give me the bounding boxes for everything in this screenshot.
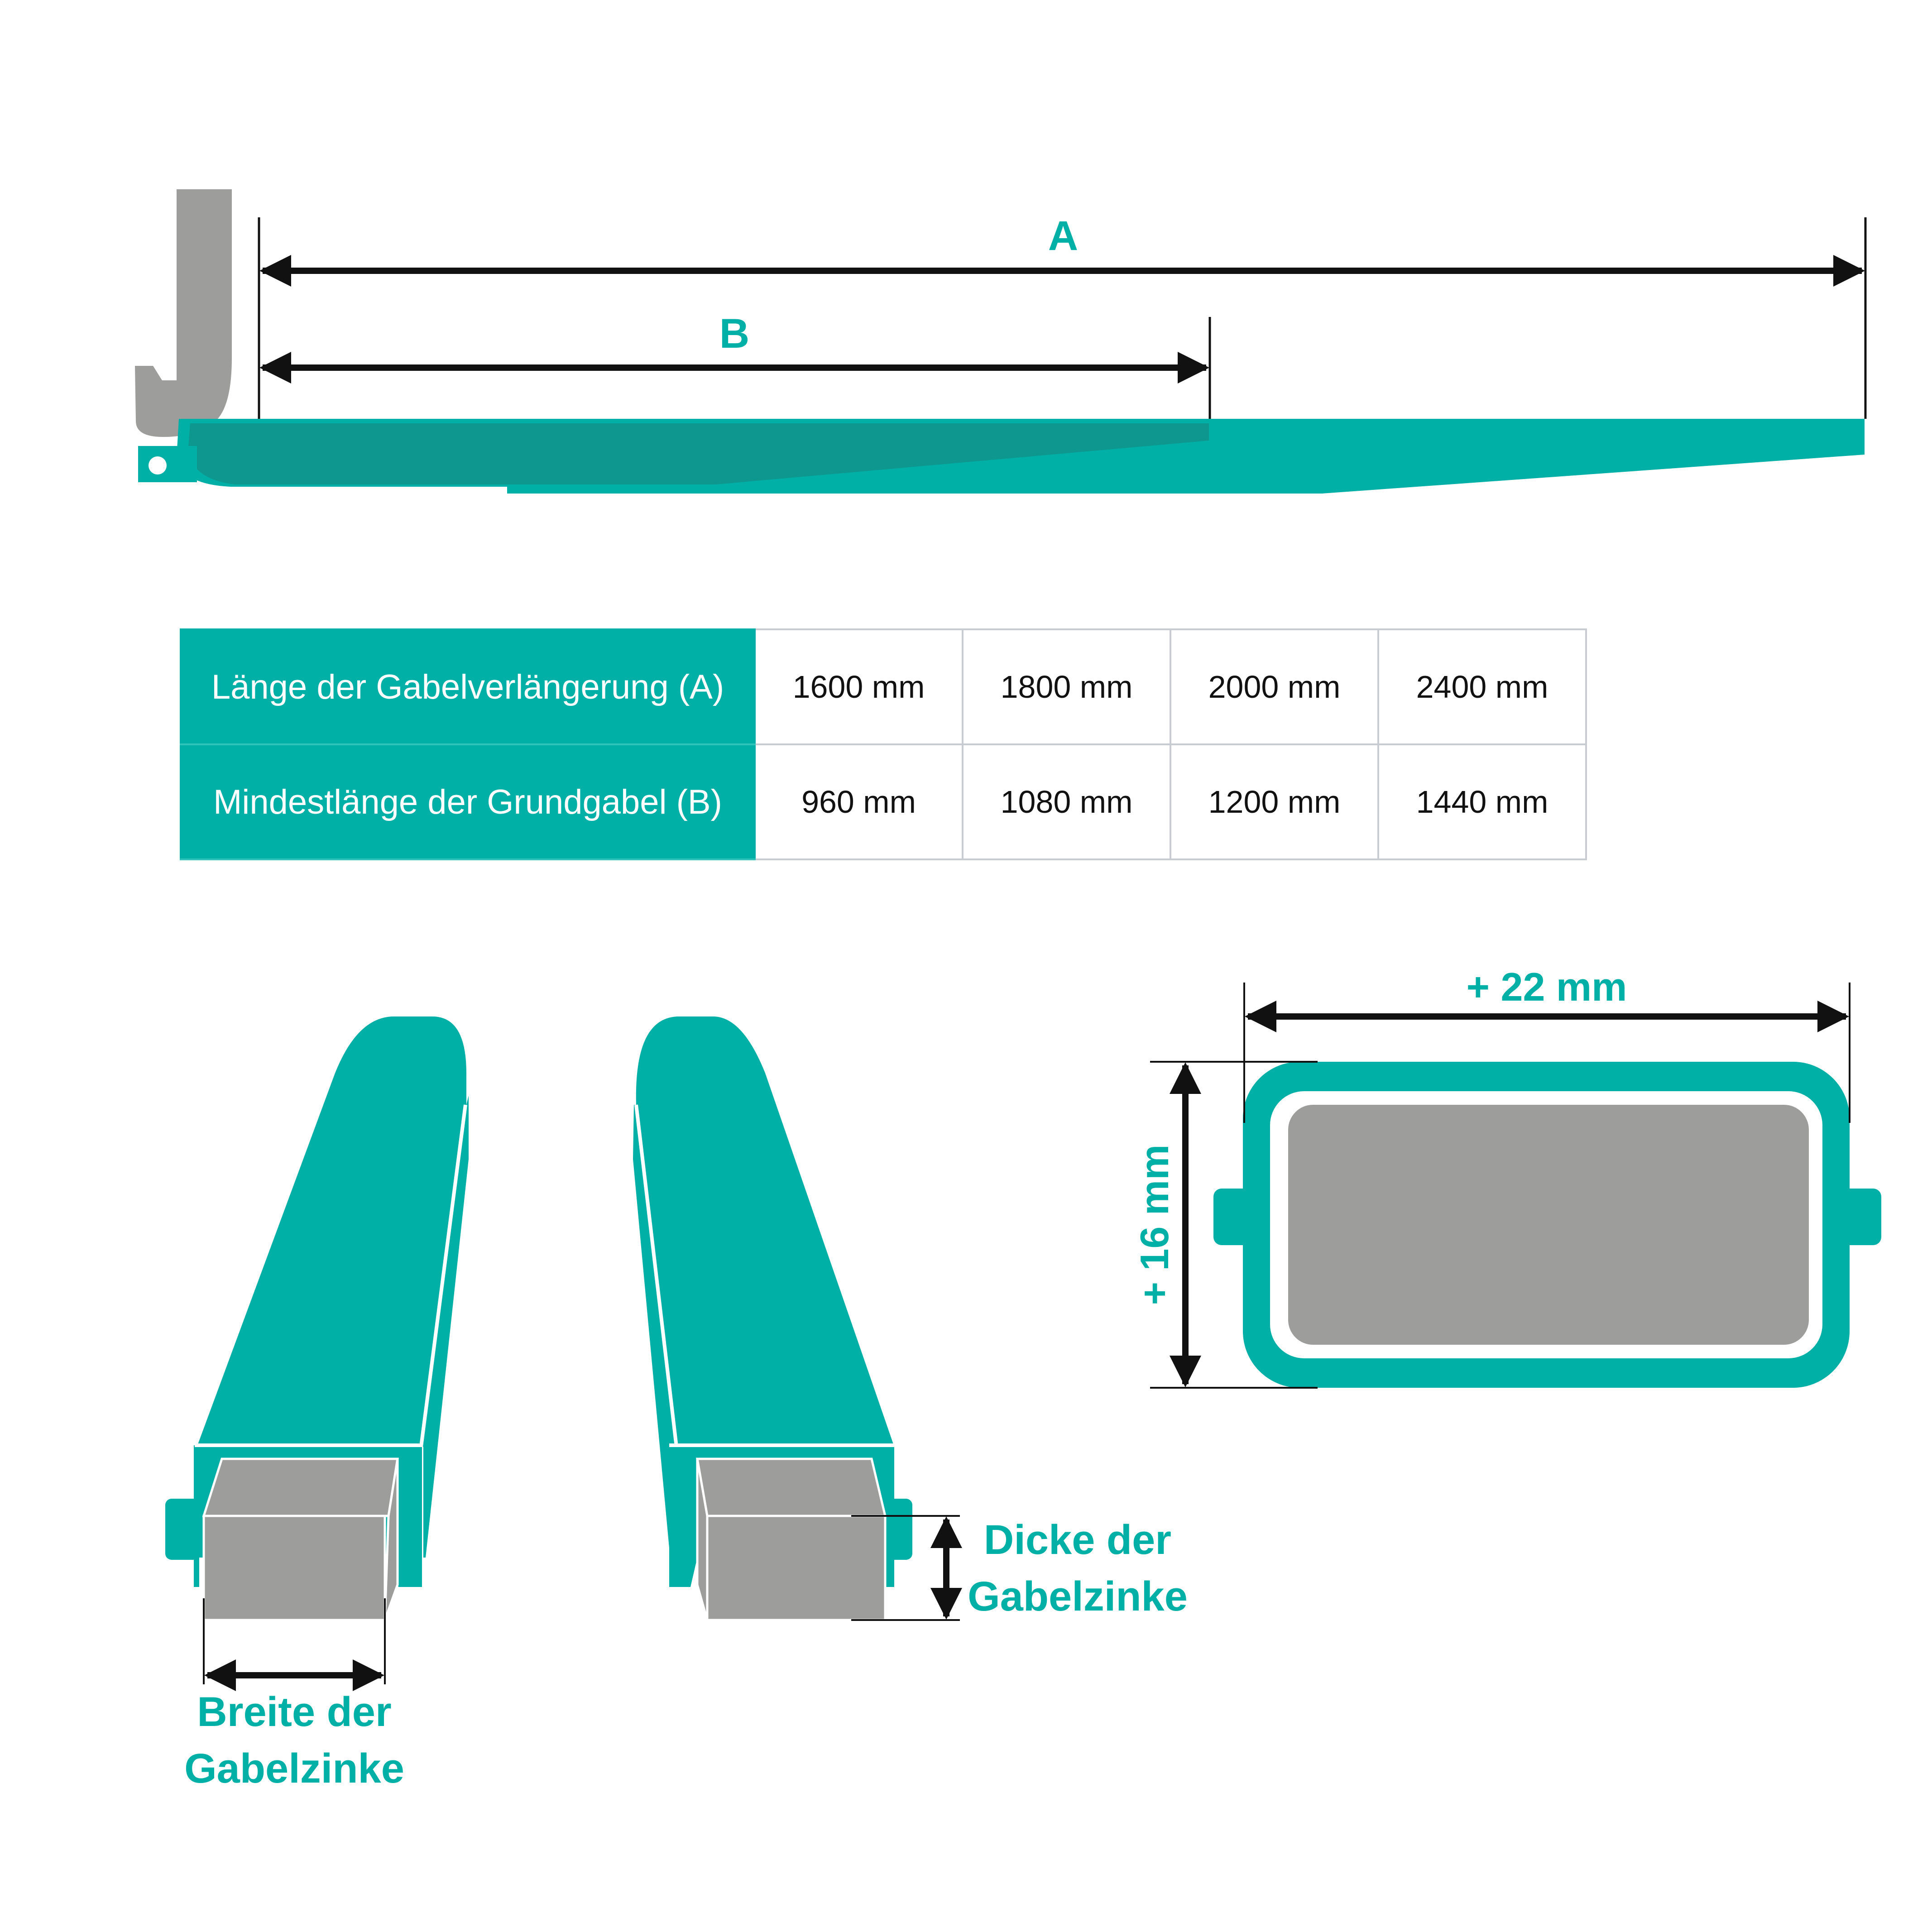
- left-base-fork-front: [202, 1515, 386, 1621]
- table-row: Länge der Gabelverlängerung (A) 1600 mm …: [180, 628, 1587, 745]
- fork-carriage: [136, 189, 232, 437]
- table-row-header: Mindestlänge der Grundgabel (B): [180, 743, 756, 860]
- left-tine-lug: [165, 1499, 199, 1560]
- right-tine-extension: [636, 1016, 894, 1447]
- base-fork-overlap: [188, 423, 1209, 484]
- table-cell: 2000 mm: [1170, 628, 1379, 745]
- tine-thickness-view: Dicke der Gabelzinke: [633, 1016, 1188, 1621]
- table-row: Mindestlänge der Grundgabel (B) 960 mm 1…: [180, 743, 1587, 860]
- table-cell: 1080 mm: [962, 743, 1171, 860]
- dimension-a-label: A: [1048, 213, 1078, 259]
- tine-width-view: Breite der Gabelzinke: [165, 1016, 469, 1792]
- right-tine-side: [633, 1105, 675, 1558]
- right-base-fork-front: [706, 1515, 887, 1621]
- left-base-fork-side: [384, 1458, 399, 1620]
- left-tine-extension: [197, 1016, 466, 1447]
- locking-pin-icon: [149, 456, 167, 475]
- table-cell: 1600 mm: [754, 628, 964, 745]
- right-tine-lug: [878, 1499, 912, 1560]
- sleeve-end-plate: [138, 446, 197, 482]
- table-cell: 1440 mm: [1377, 743, 1587, 860]
- table-cell: 1800 mm: [962, 628, 1171, 745]
- left-base-fork-top: [202, 1457, 399, 1517]
- height-tolerance-label: + 16 mm: [1132, 1145, 1177, 1305]
- tine-thickness-label-line1: Dicke der: [984, 1517, 1171, 1563]
- tine-width-label-line1: Breite der: [197, 1689, 392, 1735]
- right-tine-edge: [634, 1104, 678, 1447]
- table-cell: 2400 mm: [1377, 628, 1587, 745]
- fork-carriage-hook: [135, 366, 186, 421]
- width-tolerance-label: + 22 mm: [1467, 964, 1627, 1009]
- dimension-b-label: B: [719, 311, 749, 357]
- side-view: A B: [135, 189, 1867, 494]
- right-base-fork-side: [696, 1458, 709, 1620]
- left-tine-side: [423, 1096, 469, 1558]
- right-base-fork-top: [696, 1457, 887, 1517]
- left-tine-edge: [419, 1104, 467, 1447]
- tine-width-label-line2: Gabelzinke: [184, 1745, 404, 1792]
- table-row-header: Länge der Gabelverlängerung (A): [180, 628, 756, 745]
- table-cell: 1200 mm: [1170, 743, 1379, 860]
- tine-thickness-label-line2: Gabelzinke: [968, 1573, 1188, 1620]
- cross-section-view: + 22 mm + 16 mm: [1132, 964, 1881, 1389]
- section-base-fork: [1288, 1105, 1809, 1345]
- fork-length-table: Länge der Gabelverlängerung (A) 1600 mm …: [180, 628, 1587, 860]
- table-cell: 960 mm: [754, 743, 964, 860]
